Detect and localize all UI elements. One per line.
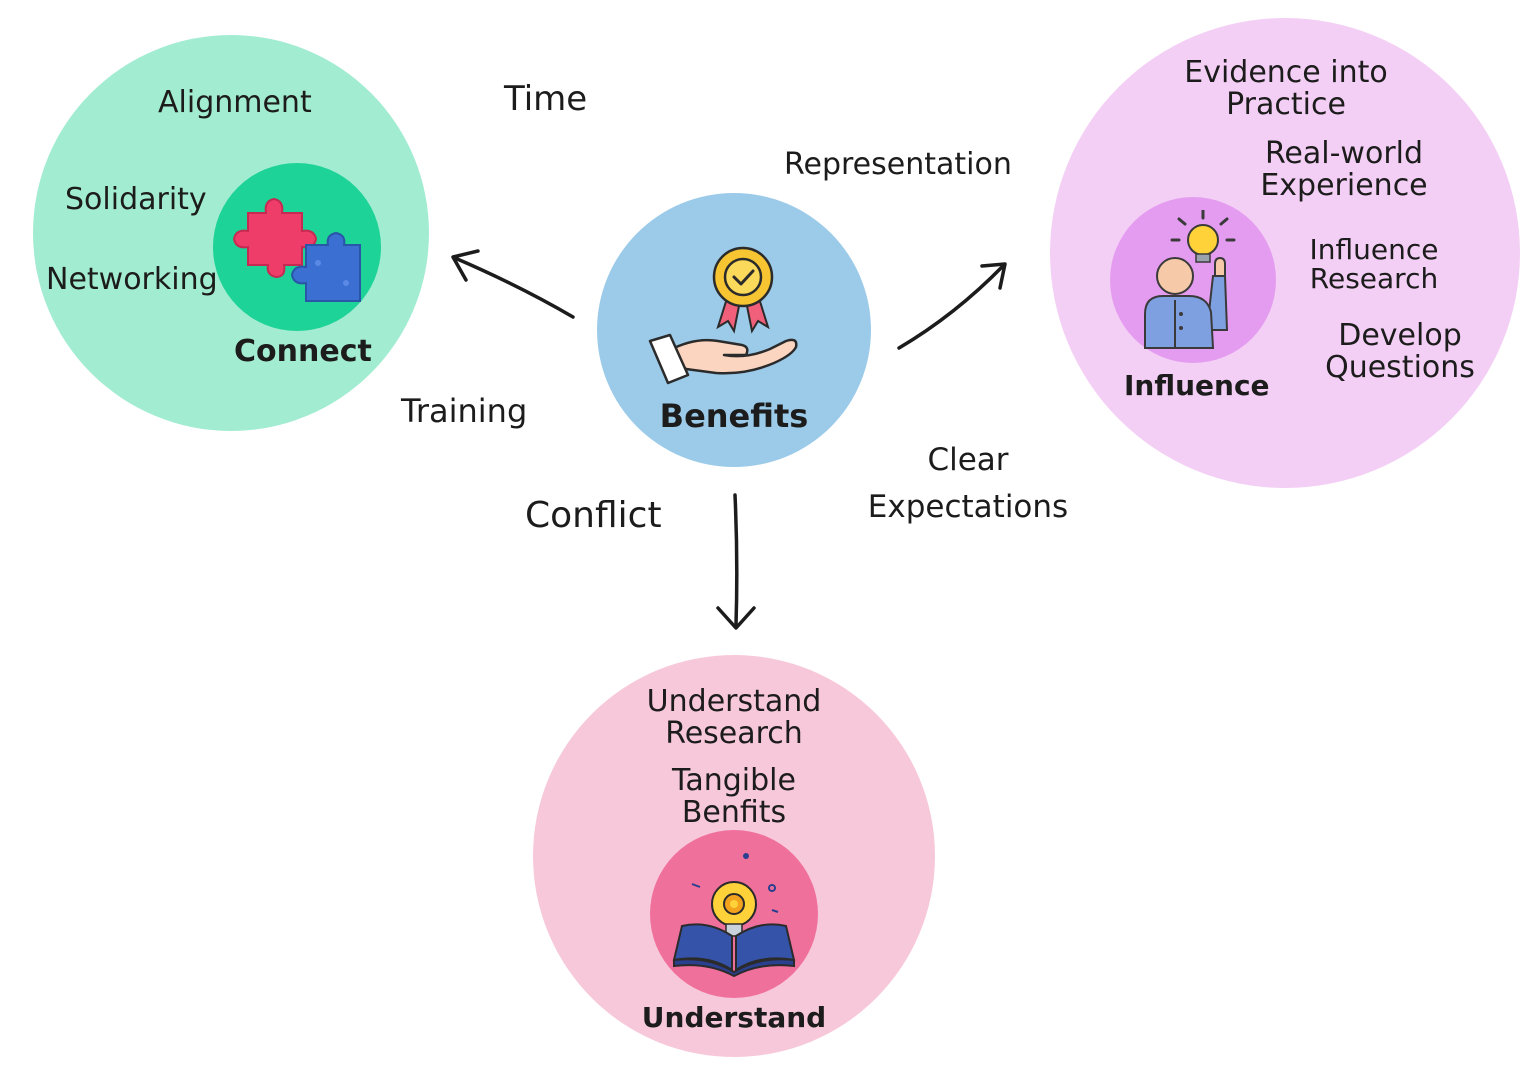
connect-item-solidarity: Solidarity [65,182,207,217]
connector-label-clear-expectations: Clear Expectations [867,442,1069,525]
arrow-to-influence-head [980,262,1007,290]
influence-item-evidence-into-practice: Evidence into Practice [1184,55,1388,122]
arrow-to-understand-head [716,606,756,630]
connector-label-time: Time [504,79,588,119]
person-idea-icon [1135,210,1255,350]
influence-item-develop-questions: Develop Questions [1325,318,1475,385]
influence-item-real-world-experience: Real-world Experience [1260,136,1428,203]
connect-title: Connect [234,334,372,369]
connector-label-representation: Representation [784,147,1012,182]
arrow-to-influence [897,264,1005,350]
connect-item-networking: Networking [46,262,218,297]
understand-title: Understand [641,1001,827,1034]
book-gear-icon [668,850,800,978]
arrow-to-connect [453,256,575,319]
understand-item-understand-research: Understand Research [646,684,822,751]
connector-label-training: Training [401,392,528,430]
influence-title: Influence [1124,369,1270,402]
puzzle-icon [228,183,368,313]
connect-item-alignment: Alignment [158,85,312,120]
influence-item-influence-research: Influence Research [1309,233,1439,296]
arrow-to-connect-head [451,249,480,282]
arrow-to-understand [733,493,739,627]
award-hand-icon [646,245,802,393]
benefits-title: Benefits [659,397,809,435]
connector-label-conflict: Conflict [525,495,662,536]
understand-item-tangible-benfits: Tangible Benfits [672,763,796,830]
